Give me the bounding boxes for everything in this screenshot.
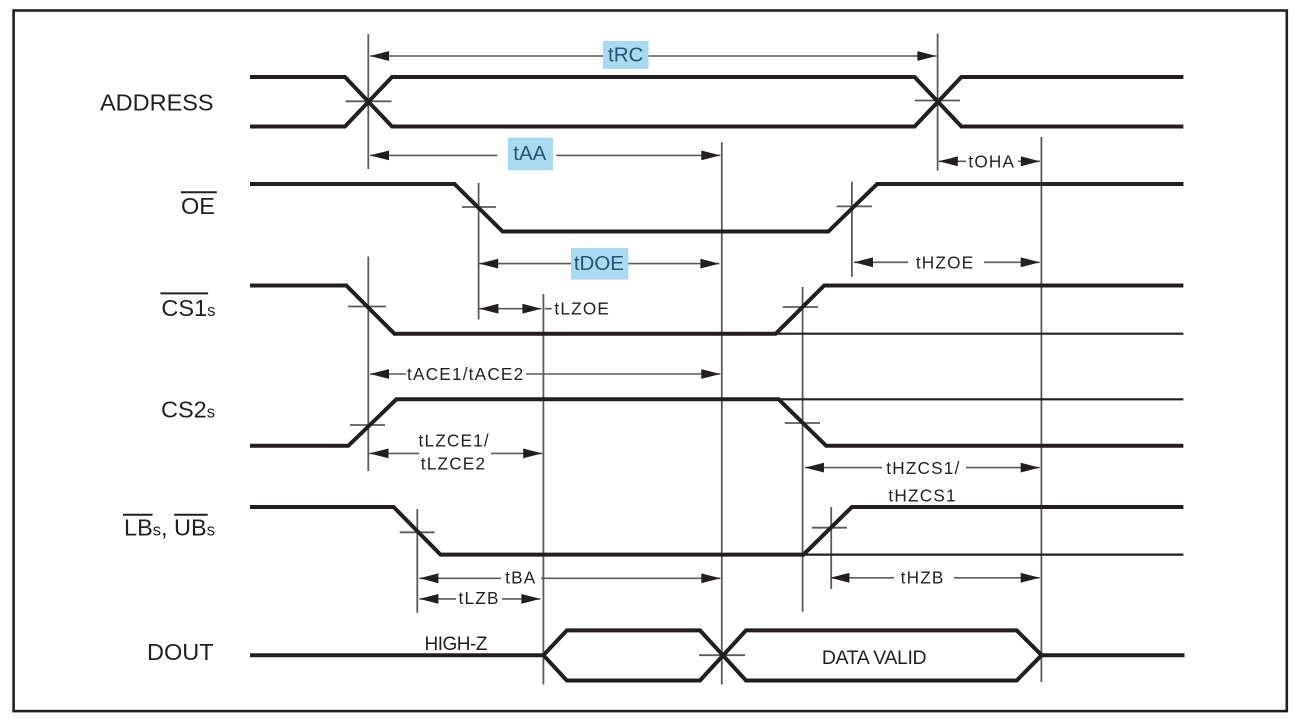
- svg-text:DATA VALID: DATA VALID: [822, 647, 927, 669]
- svg-text:ADDRESS: ADDRESS: [100, 89, 214, 115]
- svg-text:tOHA: tOHA: [968, 152, 1015, 172]
- svg-text:DOUT: DOUT: [147, 639, 214, 665]
- svg-text:OE: OE: [181, 193, 215, 219]
- svg-text:CS2s: CS2s: [161, 397, 215, 423]
- svg-text:tHZCS1/: tHZCS1/: [886, 458, 960, 478]
- svg-text:tLZB: tLZB: [459, 588, 500, 608]
- svg-text:tAA: tAA: [513, 142, 546, 165]
- svg-text:tRC: tRC: [608, 43, 644, 66]
- svg-text:tBA: tBA: [505, 567, 536, 587]
- svg-text:tLZCE1/: tLZCE1/: [418, 430, 489, 450]
- svg-text:LBs, UBs: LBs, UBs: [124, 515, 215, 541]
- svg-text:tHZCS1: tHZCS1: [888, 486, 956, 506]
- svg-text:tDOE: tDOE: [574, 252, 624, 275]
- svg-text:tLZOE: tLZOE: [554, 298, 610, 318]
- svg-text:tACE1/tACE2: tACE1/tACE2: [407, 364, 524, 384]
- svg-text:HIGH-Z: HIGH-Z: [425, 634, 488, 655]
- svg-text:tHZB: tHZB: [901, 567, 945, 587]
- svg-text:tHZOE: tHZOE: [916, 253, 975, 273]
- svg-text:tLZCE2: tLZCE2: [421, 453, 486, 473]
- svg-text:CS1s: CS1s: [161, 295, 215, 321]
